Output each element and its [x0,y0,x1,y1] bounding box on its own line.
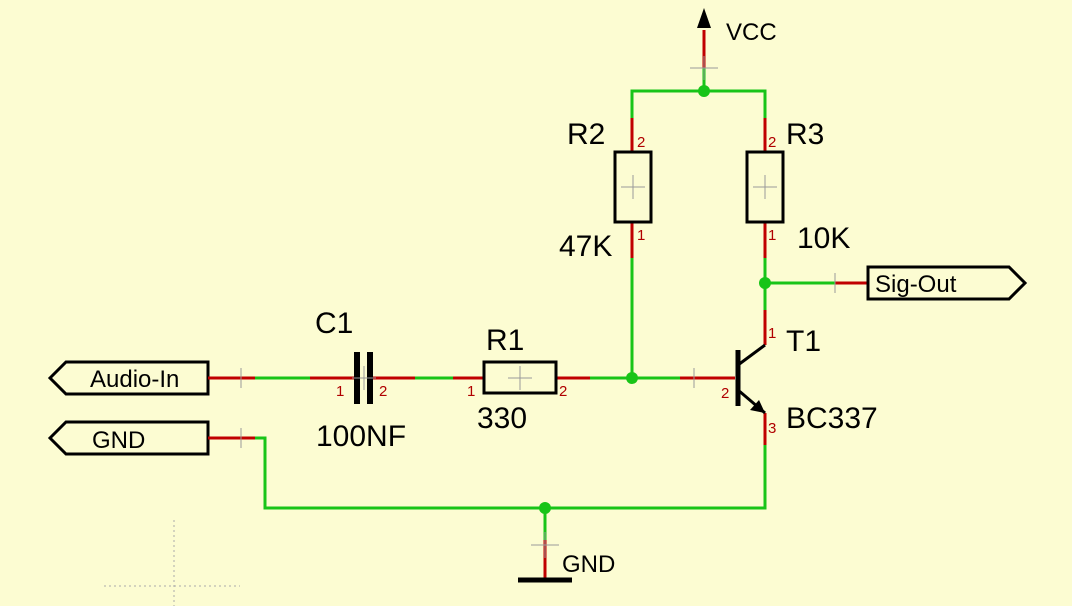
t1-pin1: 1 [768,325,776,342]
r1-pin1: 1 [467,383,475,400]
c1-value: 100NF [316,420,406,453]
resistor-r1[interactable]: R1 330 1 2 [453,324,590,435]
r1-name: R1 [486,324,524,357]
t1-name: T1 [786,325,821,358]
r2-value: 47K [559,230,612,263]
r2-pin1: 1 [637,227,645,244]
transistor-t1[interactable]: T1 BC337 1 2 3 [680,310,878,445]
origin-crosshair [104,520,240,606]
r2-pin2: 2 [637,134,645,151]
c1-name: C1 [315,307,353,340]
c1-pin2: 2 [379,383,387,400]
capacitor-c1[interactable]: C1 100NF 1 2 [310,307,415,453]
port-audio-in-label: Audio-In [90,366,179,393]
r2-name: R2 [567,118,605,151]
t1-pin2: 2 [721,385,729,402]
port-gnd-label: GND [92,427,145,454]
ground-supply[interactable]: GND [518,532,615,583]
junction-ground[interactable] [539,502,551,514]
port-audio-in[interactable]: Audio-In [47,360,255,396]
vcc-supply[interactable]: VCC [690,8,777,80]
junction-vcc[interactable] [698,85,710,97]
r1-value: 330 [477,402,527,435]
r1-pin2: 2 [559,383,567,400]
transistor-collector-line [737,343,766,367]
r3-value: 10K [797,222,850,255]
resistor-r3[interactable]: R3 10K 2 1 [745,118,850,258]
t1-pin3: 3 [768,420,776,437]
gnd-symbol-label: GND [562,551,615,578]
junction-base[interactable] [626,372,638,384]
junctions [539,85,771,514]
emitter-arrow-icon [750,400,765,413]
r3-pin2: 2 [768,134,776,151]
r3-pin1: 1 [768,227,776,244]
c1-pin1: 1 [336,383,344,400]
vcc-label: VCC [726,19,777,46]
port-sig-out-label: Sig-Out [875,271,957,298]
wires [253,66,837,542]
resistor-r2[interactable]: R2 47K 2 1 [559,118,653,263]
t1-value: BC337 [786,402,878,435]
vcc-arrow-icon [697,8,711,28]
junction-collector[interactable] [759,277,771,289]
port-gnd[interactable]: GND [47,420,255,456]
port-sig-out[interactable]: Sig-Out [834,265,1028,301]
r3-name: R3 [786,118,824,151]
